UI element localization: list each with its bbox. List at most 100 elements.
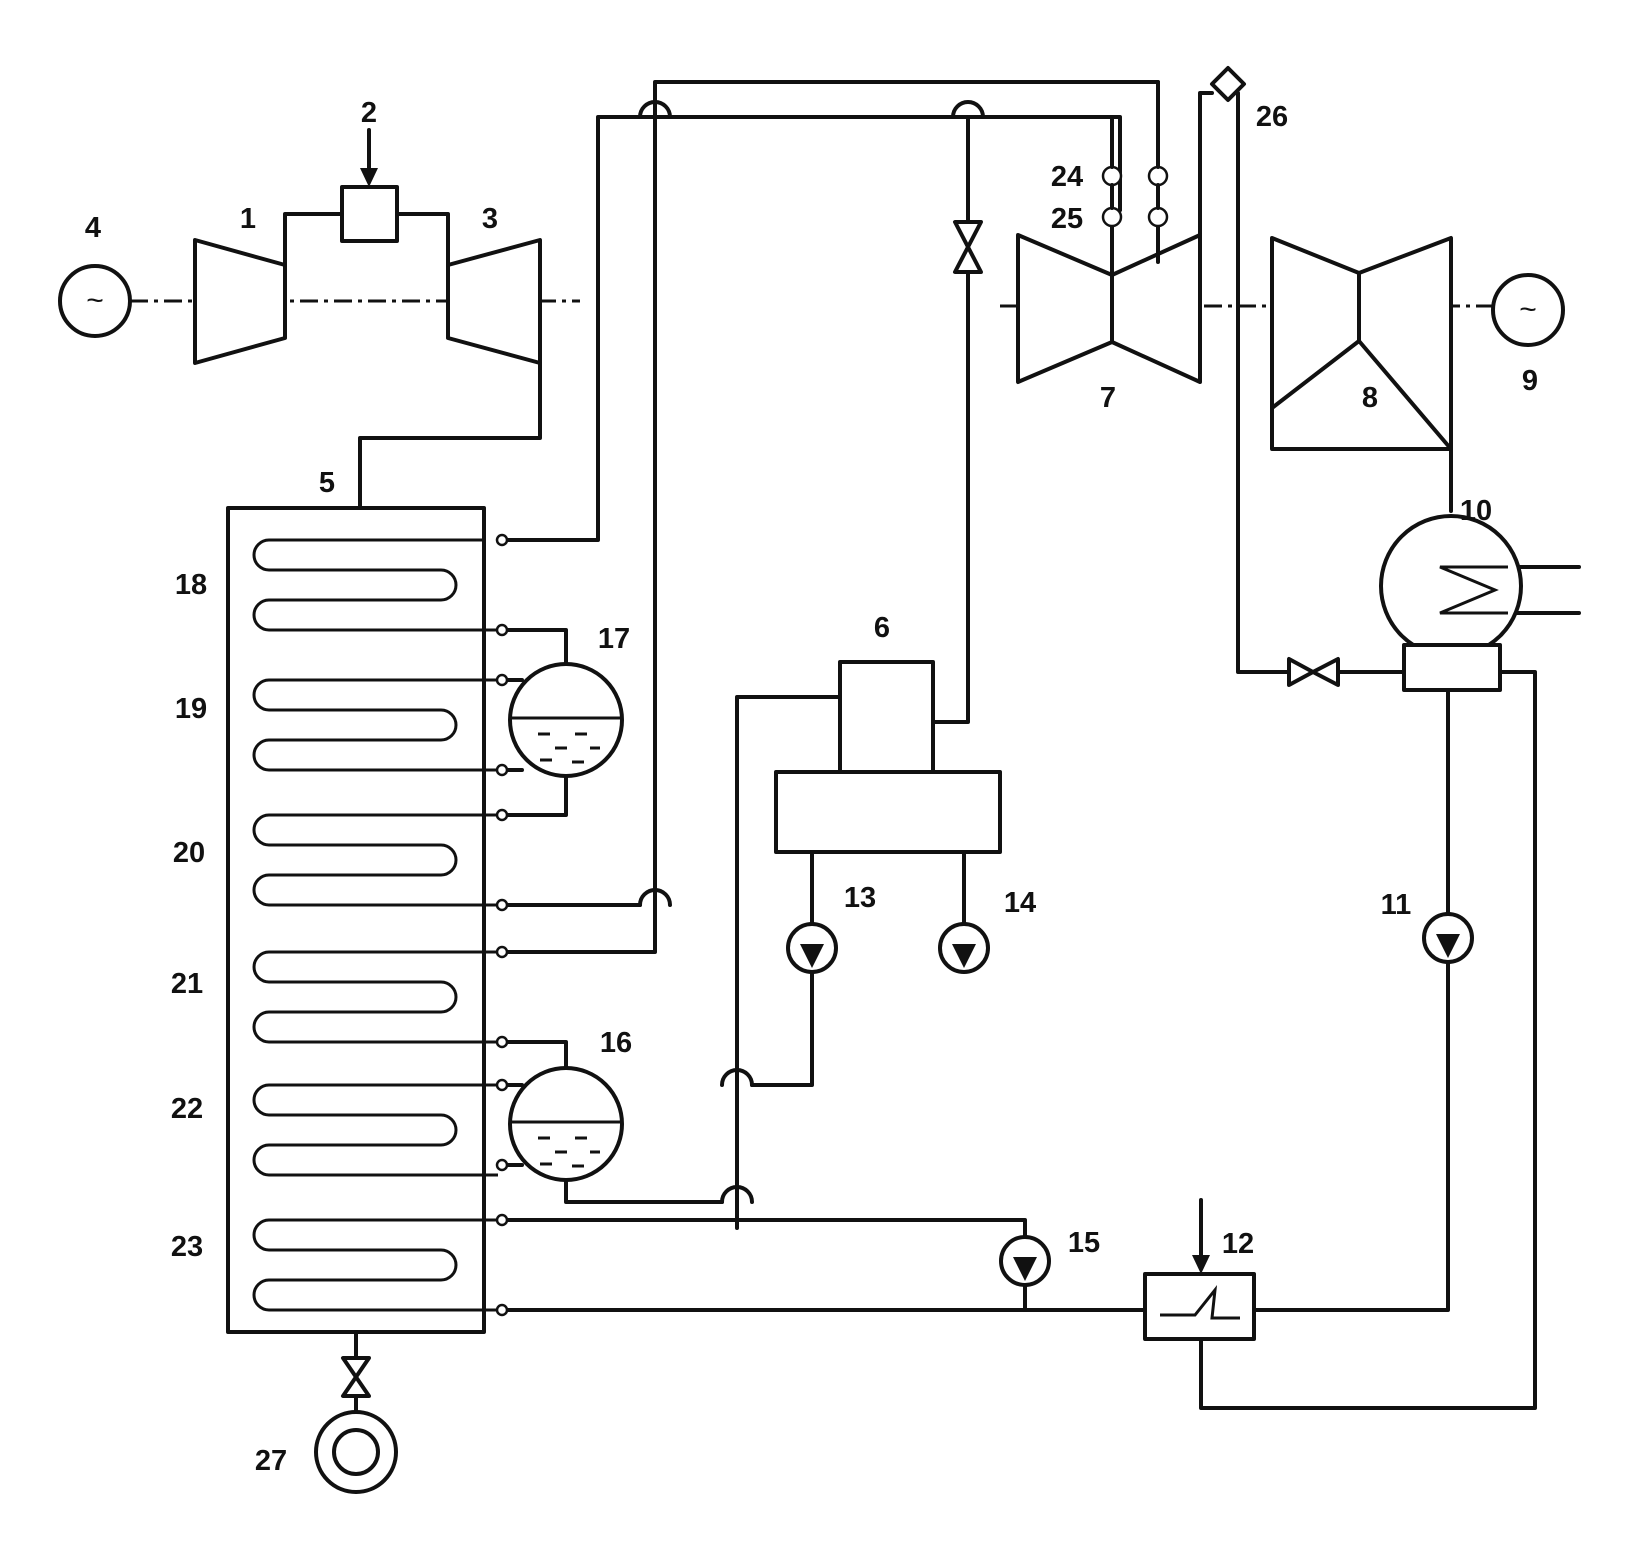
label-9: 9	[1522, 365, 1538, 397]
generator-4-symbol: ~	[86, 284, 104, 317]
pump-11	[1422, 912, 1474, 964]
nozzle-dot	[495, 623, 509, 637]
pump-14-triangle-icon	[952, 944, 976, 968]
drum17-downcomer	[500, 772, 568, 817]
label-18: 18	[175, 569, 207, 601]
label-23: 23	[171, 1231, 203, 1263]
pump-15-triangle-icon	[1013, 1257, 1037, 1281]
label-25: 25	[1051, 203, 1083, 235]
label-1: 1	[240, 203, 256, 235]
label-17: 17	[598, 623, 630, 655]
nozzle-dot	[495, 1213, 509, 1227]
valve-upper	[953, 220, 983, 274]
label-12: 12	[1222, 1228, 1254, 1260]
valve-drain	[341, 1356, 371, 1398]
heater12-drain	[1199, 670, 1537, 1410]
combustion-chamber-2-icon	[340, 185, 399, 243]
crossover-top-right	[951, 100, 985, 119]
turbine-8-right-icon	[1357, 236, 1453, 451]
stop-valve-24a-icon	[1101, 165, 1123, 187]
nozzle-dot	[495, 898, 509, 912]
pump-13	[786, 922, 838, 974]
turbine8-exhaust	[1270, 406, 1453, 513]
heater12-arrow-head-icon	[1192, 1255, 1210, 1274]
steam-turbine-group: ~	[1000, 80, 1565, 451]
drum16-downcomer	[564, 1176, 724, 1204]
fuel-arrow-head-icon	[360, 168, 378, 187]
pump-11-triangle-icon	[1436, 934, 1460, 958]
diamond-26-icon	[1210, 66, 1246, 102]
pump13-line	[750, 970, 814, 1087]
turbine-8-left-icon	[1270, 236, 1361, 410]
generator-9-symbol: ~	[1519, 293, 1537, 326]
diamond-26	[1210, 66, 1246, 102]
stop-valve-25b-icon	[1147, 206, 1169, 228]
gas-turbine-group: ~	[58, 128, 580, 509]
tank-27-inner-icon	[332, 1428, 380, 1476]
label-22: 22	[171, 1093, 203, 1125]
drum-17-icon	[508, 662, 624, 778]
label-2: 2	[361, 97, 377, 129]
turbine-7-left-icon	[1016, 233, 1114, 384]
label-5: 5	[319, 467, 335, 499]
nozzle-dot	[495, 673, 509, 687]
coil-23-icon	[252, 1218, 498, 1312]
tank-27	[314, 1410, 398, 1494]
nozzle-dot	[495, 1158, 509, 1172]
label-6: 6	[874, 612, 890, 644]
nozzle-dot	[495, 533, 509, 547]
condenser-10-icon	[1379, 514, 1523, 658]
label-21: 21	[171, 968, 203, 1000]
label-20: 20	[173, 837, 205, 869]
gas-turbine-3-icon	[446, 238, 542, 365]
coil-21-icon	[252, 950, 498, 1044]
label-7: 7	[1100, 382, 1116, 414]
label-26: 26	[1256, 101, 1288, 133]
heater12-to-pump11	[1252, 960, 1450, 1312]
heater-6-lower-icon	[774, 770, 1002, 854]
label-13: 13	[844, 882, 876, 914]
condenser-10-hotwell	[1402, 643, 1502, 692]
condenser-10-coil-icon	[1439, 565, 1508, 615]
label-19: 19	[175, 693, 207, 725]
coil23-to-pump15	[500, 1218, 1027, 1239]
label-24: 24	[1051, 161, 1083, 193]
condenser-10	[1379, 514, 1523, 692]
coil-19-icon	[252, 678, 498, 772]
heater6-steam-line	[931, 270, 970, 724]
pump-13-triangle-icon	[800, 944, 824, 968]
drum17-steam-riser	[500, 628, 568, 668]
stop-valve-24b-icon	[1147, 165, 1169, 187]
coil21-feed-line	[500, 115, 657, 954]
generator-9-icon	[1491, 273, 1565, 347]
valve-bypass-icon	[1287, 657, 1340, 687]
pump-15	[999, 1235, 1051, 1287]
heater-12-element-icon	[1160, 1285, 1240, 1320]
heater-12	[1143, 1272, 1256, 1341]
feed-rise-line	[735, 695, 842, 1230]
coil-20-icon	[252, 813, 498, 907]
heat-recovery-boiler-5	[226, 506, 498, 1334]
compressor-to-combustor-pipe	[283, 212, 344, 267]
pump-14	[938, 922, 990, 974]
label-8: 8	[1362, 382, 1378, 414]
heater-6	[774, 660, 1002, 854]
drum16-steam-riser	[500, 1040, 568, 1072]
boiler-casing	[226, 506, 486, 1334]
nozzle-dot	[495, 945, 509, 959]
label-3: 3	[482, 203, 498, 235]
drum-16	[508, 1066, 624, 1182]
drum-17	[508, 662, 624, 778]
drum-16-water-marks	[538, 1136, 600, 1168]
number-labels: 1 2 3 4 5 6 7 8 9 10 11 12 13 14 15 16 1…	[85, 97, 1538, 1477]
label-16: 16	[600, 1027, 632, 1059]
bypass-line	[1236, 91, 1291, 674]
stop-valve-25a-icon	[1101, 206, 1123, 228]
nozzle-dots	[495, 533, 509, 1317]
coil-18-icon	[252, 538, 498, 632]
nozzle-dot	[495, 763, 509, 777]
heater-6-upper-icon	[838, 660, 935, 774]
turbine7-to-8-line	[1198, 91, 1214, 237]
turbine-7-right-icon	[1110, 233, 1202, 384]
